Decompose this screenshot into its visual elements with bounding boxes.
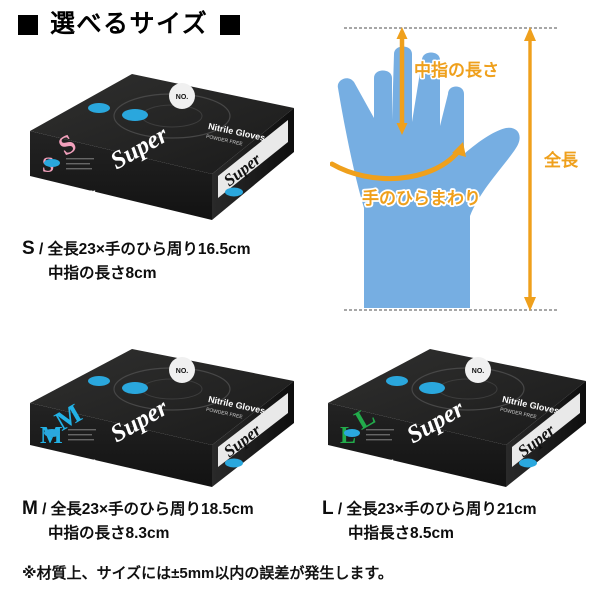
- total-length-arrow: [524, 27, 536, 311]
- middle-finger-length-label: 中指の長さ: [414, 60, 499, 80]
- palm-circumference-arrow: [330, 142, 466, 182]
- square-bullet-right-icon: [220, 14, 241, 35]
- size-letter-s: S: [22, 238, 35, 259]
- footnote-tolerance: ※材質上、サイズには±5mm以内の誤差が発生します。: [22, 565, 393, 582]
- square-bullet-left-icon: [18, 14, 38, 35]
- product-box-image-s: NO. S Super Nitrile Gloves POWDER FREE S…: [22, 68, 302, 228]
- size-line2-m: 中指の長さ8.3cm: [48, 524, 170, 542]
- size-separator-l: /: [337, 501, 343, 518]
- size-caption-l: L / 全長23×手のひら周り21cm 中指長さ8.5cm: [322, 496, 536, 545]
- product-box-image-l: NO. L Super Nitrile Gloves POWDER FREE L…: [322, 345, 592, 495]
- size-letter-m: M: [22, 498, 38, 519]
- hand-illustration-icon: [337, 46, 520, 308]
- palm-circumference-label: 手のひらまわり: [362, 188, 481, 208]
- size-letter-l: L: [322, 498, 334, 519]
- svg-text:NO.: NO.: [176, 94, 189, 101]
- svg-text:Super: Super: [354, 454, 394, 471]
- product-box-image-m: NO. M Super Nitrile Gloves POWDER FREE M…: [22, 345, 302, 495]
- total-length-label: 全長: [543, 150, 579, 170]
- svg-text:NO.: NO.: [472, 368, 485, 375]
- hand-measurement-diagram: 中指の長さ 手のひらまわり 全長: [330, 8, 598, 328]
- size-line1-s: 全長23×手のひら周り16.5cm: [47, 241, 251, 258]
- svg-text:Super: Super: [56, 185, 96, 202]
- page-title: 選べるサイズ: [18, 10, 241, 38]
- size-line1-m: 全長23×手のひら周り18.5cm: [50, 501, 254, 518]
- size-line2-s: 中指の長さ8cm: [48, 264, 157, 282]
- page-title-text: 選べるサイズ: [50, 10, 209, 38]
- size-separator-s: /: [39, 241, 44, 258]
- size-caption-s: S / 全長23×手のひら周り16.5cm 中指の長さ8cm: [22, 236, 251, 285]
- size-separator-m: /: [42, 501, 47, 518]
- size-line2-l: 中指長さ8.5cm: [348, 524, 454, 542]
- middle-finger-length-arrow: [396, 27, 408, 135]
- svg-text:Super: Super: [56, 454, 96, 471]
- size-caption-m: M / 全長23×手のひら周り18.5cm 中指の長さ8.3cm: [22, 496, 254, 545]
- size-line1-l: 全長23×手のひら周り21cm: [346, 501, 537, 518]
- svg-text:NO.: NO.: [176, 368, 189, 375]
